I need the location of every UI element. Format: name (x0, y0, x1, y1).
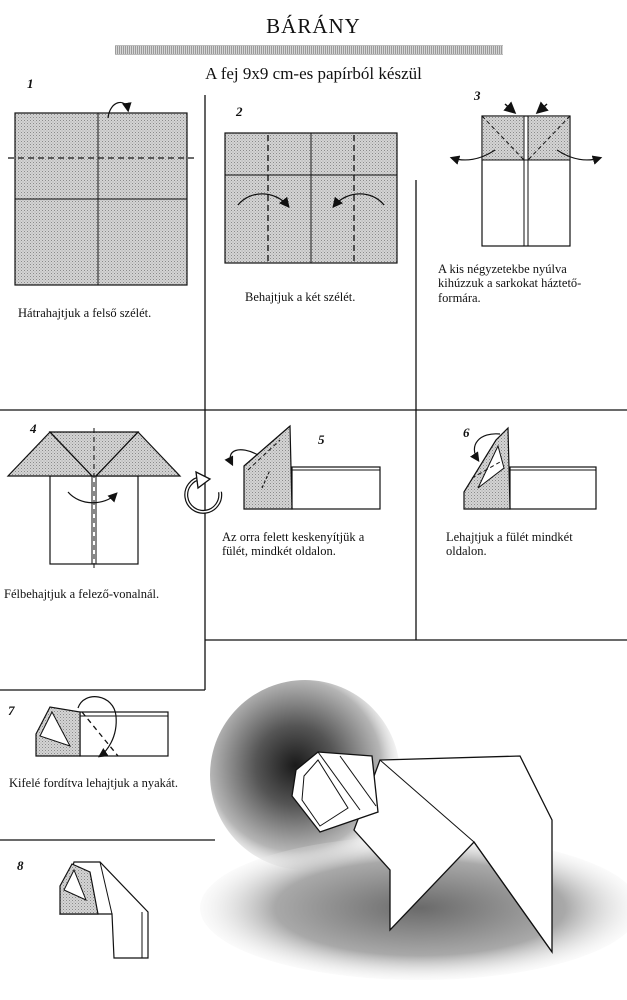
step-4-figure (6, 428, 182, 570)
step-caption-6: Lehajtjuk a fülét mindkét oldalon. (446, 530, 573, 559)
step-number-2: 2 (236, 104, 243, 119)
step-6-figure (463, 426, 597, 510)
step-7-figure (35, 696, 169, 758)
page-title: BÁRÁNY (266, 14, 361, 38)
curved-arrow-icon (237, 193, 290, 209)
step-3-figure (449, 101, 603, 247)
step-2-figure (224, 132, 398, 264)
caption-line: formára. (438, 290, 481, 305)
curved-arrow-icon (332, 193, 385, 209)
step-caption-7: Kifelé fordítva lehajtjuk a nyakát. (9, 776, 179, 790)
step-5-figure (224, 424, 381, 510)
arrow-icon (449, 149, 496, 165)
caption-line: kihúzzuk a sarkokat háztető- (438, 276, 582, 291)
caption-line: fülét, mindkét oldalon. (222, 544, 336, 559)
step-1-figure (8, 101, 194, 286)
curved-arrow-icon (107, 101, 132, 119)
curved-arrow-icon (67, 491, 118, 504)
caption-line: A kis négyzetekbe nyúlva (438, 262, 567, 276)
rotate-arrow-icon (184, 470, 223, 514)
step-caption-1: Hátrahajtjuk a felső szélét. (18, 306, 152, 320)
curved-arrow-icon (77, 696, 117, 758)
step-caption-4: Félbehajtjuk a felező-vonalnál. (4, 587, 160, 601)
title-divider (115, 45, 503, 55)
step-8-figure (59, 861, 149, 959)
curved-arrow-icon (224, 449, 259, 467)
caption-line: Az orra felett keskenyítjük a (222, 530, 365, 544)
step-number-5: 5 (318, 432, 325, 447)
arrow-icon (556, 149, 603, 165)
step-number-8: 8 (17, 858, 24, 873)
step-number-4: 4 (30, 421, 37, 436)
step-number-3: 3 (474, 88, 481, 103)
caption-line: oldalon. (446, 544, 487, 559)
panel-grid (0, 95, 627, 841)
step-number-6: 6 (463, 425, 470, 440)
caption-line: Lehajtjuk a fülét mindkét (446, 530, 573, 544)
finished-lamb-figure (200, 680, 627, 980)
step-caption-5: Az orra felett keskenyítjük a fülét, min… (222, 530, 364, 559)
arrow-icon (535, 101, 549, 114)
step-number-7: 7 (8, 703, 15, 718)
curved-arrow-icon (470, 433, 501, 462)
arrow-icon (503, 101, 517, 114)
step-caption-3: A kis négyzetekbe nyúlva kihúzzuk a sark… (438, 262, 581, 305)
step-caption-2: Behajtjuk a két szélét. (245, 290, 356, 304)
step-number-1: 1 (27, 76, 34, 91)
page-subtitle: A fej 9x9 cm-es papírból készül (205, 64, 422, 83)
